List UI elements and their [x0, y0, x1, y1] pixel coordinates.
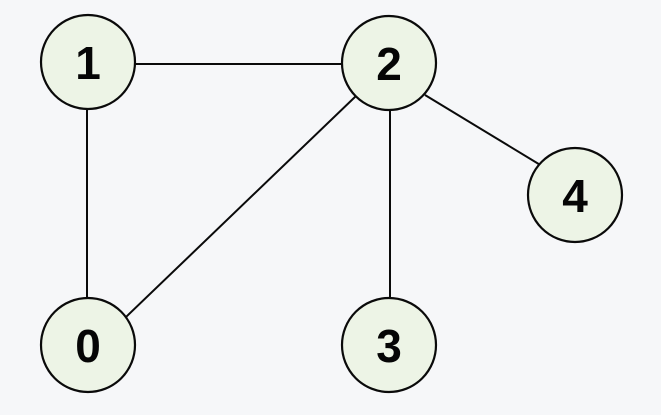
graph-edge-2-4 — [424, 94, 543, 167]
graph-node-3[interactable]: 3 — [340, 296, 438, 394]
graph-node-2[interactable]: 2 — [340, 14, 438, 112]
graph-node-circle-1[interactable] — [39, 13, 137, 111]
graph-node-circle-3[interactable] — [340, 296, 438, 394]
graph-node-label-2: 2 — [376, 38, 402, 90]
node-layer: 0 1 2 3 4 — [39, 13, 624, 394]
graph-node-4[interactable]: 4 — [526, 146, 624, 244]
graph-node-0[interactable]: 0 — [39, 296, 137, 394]
graph-node-1[interactable]: 1 — [39, 13, 137, 111]
graph-edge-0-2 — [125, 95, 357, 318]
graph-node-circle-2[interactable] — [340, 14, 438, 112]
graph-node-label-3: 3 — [376, 320, 402, 372]
graph-node-label-0: 0 — [75, 320, 101, 372]
graph-node-circle-4[interactable] — [526, 146, 624, 244]
edge-layer — [86, 63, 543, 318]
graph-node-label-4: 4 — [562, 170, 588, 222]
graph-node-circle-0[interactable] — [39, 296, 137, 394]
graph-node-label-1: 1 — [75, 37, 101, 89]
